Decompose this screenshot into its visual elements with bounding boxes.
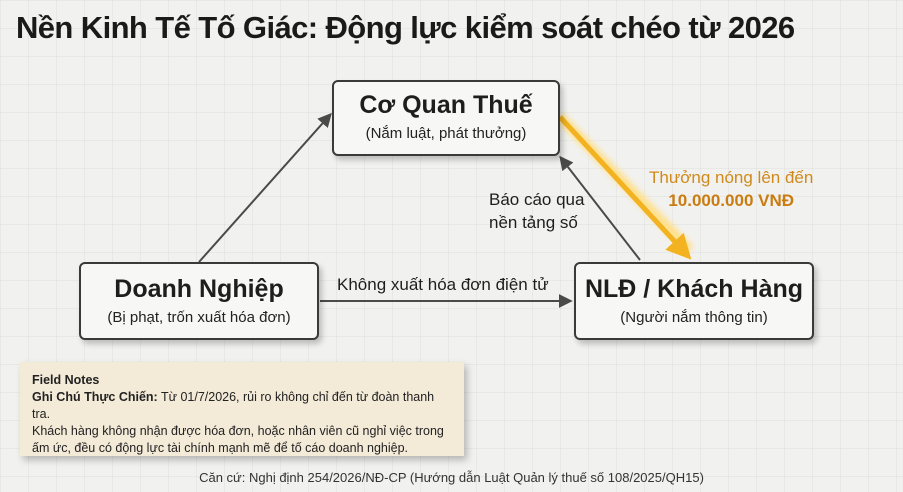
field-notes-card: Field Notes Ghi Chú Thực Chiến: Từ 01/7/… — [20, 362, 464, 456]
legal-basis-footer: Căn cứ: Nghị định 254/2026/NĐ-CP (Hướng … — [199, 470, 704, 485]
edge-label-reward: Thưởng nóng lên đến 10.000.000 VNĐ — [649, 166, 813, 212]
edge-label-report-line2: nền tảng số — [489, 213, 578, 232]
node-business-title: Doanh Nghiệp — [114, 275, 284, 303]
field-notes-line2: Khách hàng không nhận được hóa đơn, hoặc… — [32, 424, 444, 438]
field-notes-line1: Ghi Chú Thực Chiến: Từ 01/7/2026, rủi ro… — [32, 389, 452, 423]
edge-label-reward-line1: Thưởng nóng lên đến — [649, 168, 814, 187]
edge-tax-to-employee-reward — [558, 115, 692, 260]
node-tax-title: Cơ Quan Thuế — [359, 91, 533, 119]
field-notes-line3: ấm ức, đều có động lực tài chính mạnh mẽ… — [32, 441, 409, 455]
edge-label-no-invoice: Không xuất hóa đơn điện tử — [337, 275, 549, 294]
edge-business-to-tax — [198, 112, 332, 263]
node-business: Doanh Nghiệp (Bị phạt, trốn xuất hóa đơn… — [79, 262, 319, 340]
field-notes-label: Ghi Chú Thực Chiến: — [32, 390, 158, 404]
edge-label-report-line1: Báo cáo qua — [489, 190, 585, 209]
node-tax-subtitle: (Nắm luật, phát thưởng) — [365, 125, 527, 142]
field-notes-line1-text: Từ 01/7/2026, rủi ro không chỉ đến từ đo… — [32, 390, 435, 421]
node-business-subtitle: (Bị phạt, trốn xuất hóa đơn) — [107, 309, 291, 326]
node-employee-title: NLĐ / Khách Hàng — [584, 275, 804, 303]
field-notes-heading: Field Notes — [32, 373, 100, 387]
page-title: Nền Kinh Tế Tố Giác: Động lực kiểm soát … — [16, 10, 795, 45]
node-employee-customer: NLĐ / Khách Hàng (Người nắm thông tin) — [574, 262, 814, 340]
edge-employee-to-tax — [559, 155, 641, 261]
edge-label-reward-amount: 10.000.000 VNĐ — [668, 191, 795, 210]
edge-label-report: Báo cáo qua nền tảng số — [489, 188, 584, 234]
node-tax-authority: Cơ Quan Thuế (Nắm luật, phát thưởng) — [332, 80, 560, 156]
node-employee-subtitle: (Người nắm thông tin) — [620, 309, 768, 326]
